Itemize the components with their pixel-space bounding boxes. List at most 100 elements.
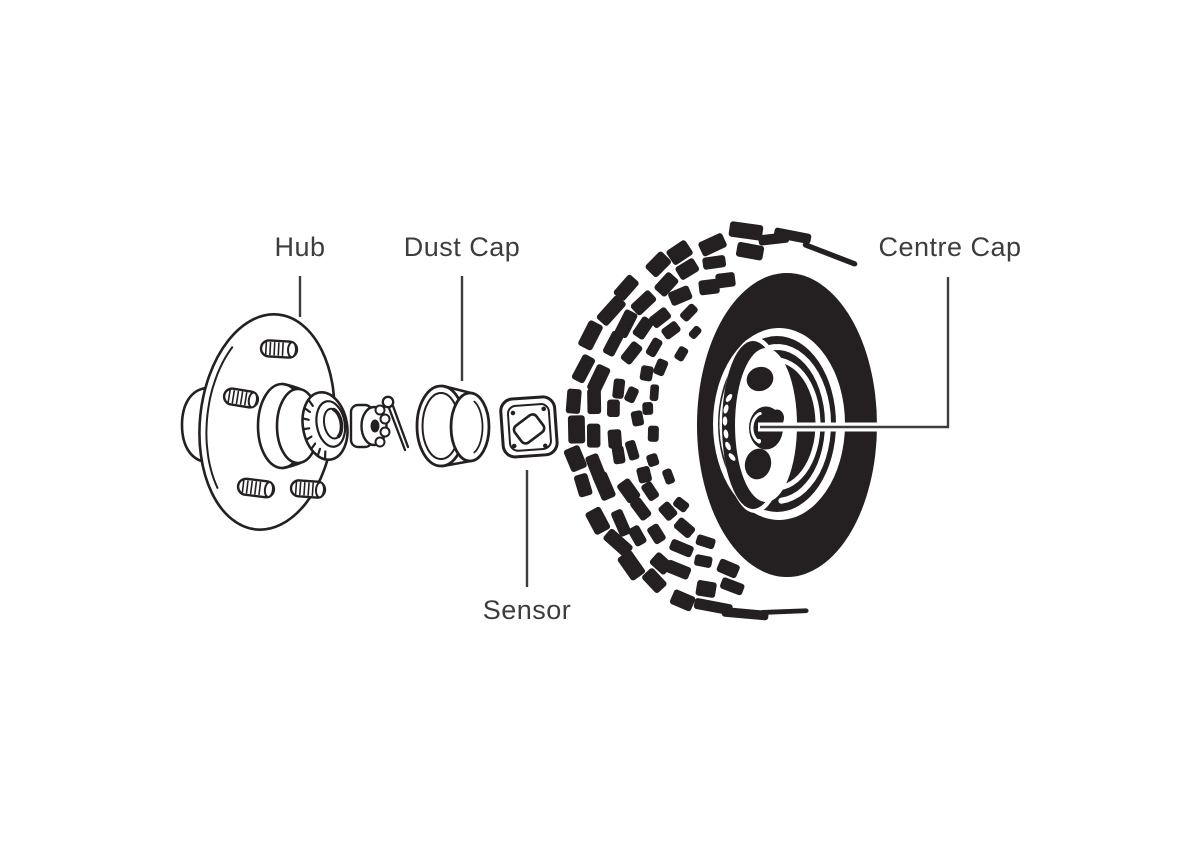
centre-cap-highlight [750,412,762,444]
stud-thread-line [235,390,240,405]
tread-block [641,481,660,501]
tread-block [698,278,720,296]
stud-thread-line [264,341,268,356]
tread-block [645,337,663,358]
stud-thread-line [294,481,298,495]
wheel-studs [222,339,327,499]
tread-block [612,378,626,399]
tread-block [611,445,626,465]
lug-slot-mark [725,394,733,402]
stud-thread-line [254,481,258,495]
tread-block [702,255,727,270]
part-labels: Hub Dust Cap Centre Cap Sensor [274,232,1021,625]
tread-block [649,307,672,329]
tyre-tread-blocks [563,221,858,621]
tread-block [639,365,654,382]
tread-block [585,506,611,535]
lug-slot-mark [728,453,736,461]
wheel-and-tyre-illustration [563,221,877,621]
hub-disc-edge-line [205,346,234,489]
tread-block [624,386,639,404]
tread-block [587,364,611,394]
stud-thread-line [281,342,284,356]
bearing-seat-bottom-edge [281,461,302,470]
stud-thread-line [303,481,306,496]
tread-block [669,539,694,558]
tread-block [625,440,640,461]
wheel-stud [289,479,327,499]
bearing-roller-line [305,435,313,441]
tread-block [636,466,652,484]
stud-thread-line [249,480,253,495]
tread-block [728,221,764,241]
tread-block [695,534,716,550]
bearing-rollers [302,399,327,460]
centre-cap-leader-line [760,277,950,429]
bearing-roller-line [310,442,317,450]
tread-block [698,233,727,257]
centre-cap-label: Centre Cap [878,232,1021,262]
tread-block [642,568,667,593]
stud-thread-line [244,392,248,406]
lug-slot-mark [725,441,731,451]
tread-block [673,517,696,539]
stud-thread-line [227,389,231,403]
stud-thread-line [239,391,244,405]
stud-end-cap [247,391,258,409]
tread-block [617,478,641,504]
tread-block [628,525,647,547]
tread-block [567,415,586,444]
hub-label: Hub [274,232,325,262]
wheel-stud [259,339,299,359]
tread-block [653,358,669,377]
tread-block [614,309,638,339]
tread-block [674,346,689,362]
tread-block [695,580,717,598]
tread-block [680,303,698,322]
tread-block [802,242,858,267]
tread-block [694,554,713,568]
tread-block [611,509,632,537]
tread-block [773,227,812,244]
tread-block [642,402,654,415]
stud-thread-line [258,481,262,496]
vent-hole-bottom [744,448,772,480]
tread-block [669,589,696,612]
stud-thread-line [277,342,280,356]
tread-block [715,272,736,289]
stud-thread-line [245,480,249,494]
hub-disc-contour [205,346,234,489]
stud-thread-line [299,481,302,496]
wheel-stud [222,387,260,409]
tread-block [735,241,765,261]
tread-block [647,425,659,442]
tread-block [596,295,626,326]
stud-end-cap [263,481,274,499]
hub-assembly-illustration [180,313,559,531]
lug-slot-marks [722,394,736,461]
bearing-bore-arc [332,407,344,439]
bearing-roller-line [307,399,314,407]
dust-cap-dome-shade [473,400,484,454]
dust-cap-label: Dust Cap [404,232,521,262]
stud-end-cap [314,481,325,499]
tread-block [649,384,660,402]
tread-block [666,240,693,265]
tread-block [658,501,678,521]
tread-block [661,321,681,340]
rim-highlight-arc [769,357,821,490]
lug-slot-mark [723,429,729,439]
stud-thread-line [269,341,272,356]
lug-slot-mark [723,404,729,414]
tread-block [720,577,745,596]
tread-block [668,285,693,306]
tread-block [617,550,646,581]
stud-thread-line [241,479,245,494]
stud-thread-line [307,482,310,496]
stud-thread-line [311,482,315,497]
tread-block [645,251,671,278]
tread-block [620,341,643,365]
tread-block [630,410,645,427]
